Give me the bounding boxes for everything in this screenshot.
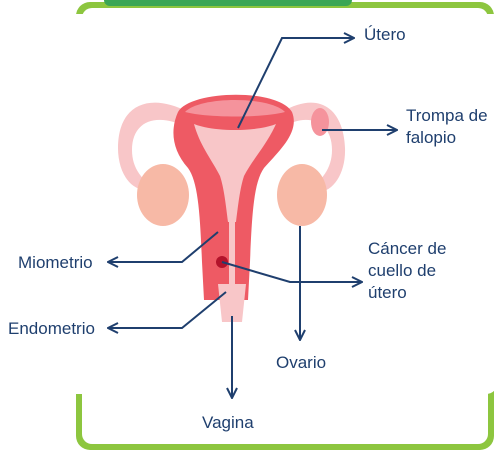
uterus-illustration [118,95,345,322]
label-utero: Útero [364,24,406,46]
label-ovario: Ovario [276,352,326,374]
label-trompa: Trompa de falopio [406,105,488,149]
cervical-canal [229,222,235,288]
left-ovary [137,164,189,226]
right-ovary [277,164,327,226]
right-fimbriae [311,108,329,136]
label-cancer: Cáncer de cuello de útero [368,238,446,304]
label-endometrio: Endometrio [8,318,95,340]
label-vagina: Vagina [202,412,254,434]
label-miometrio: Miometrio [18,252,93,274]
